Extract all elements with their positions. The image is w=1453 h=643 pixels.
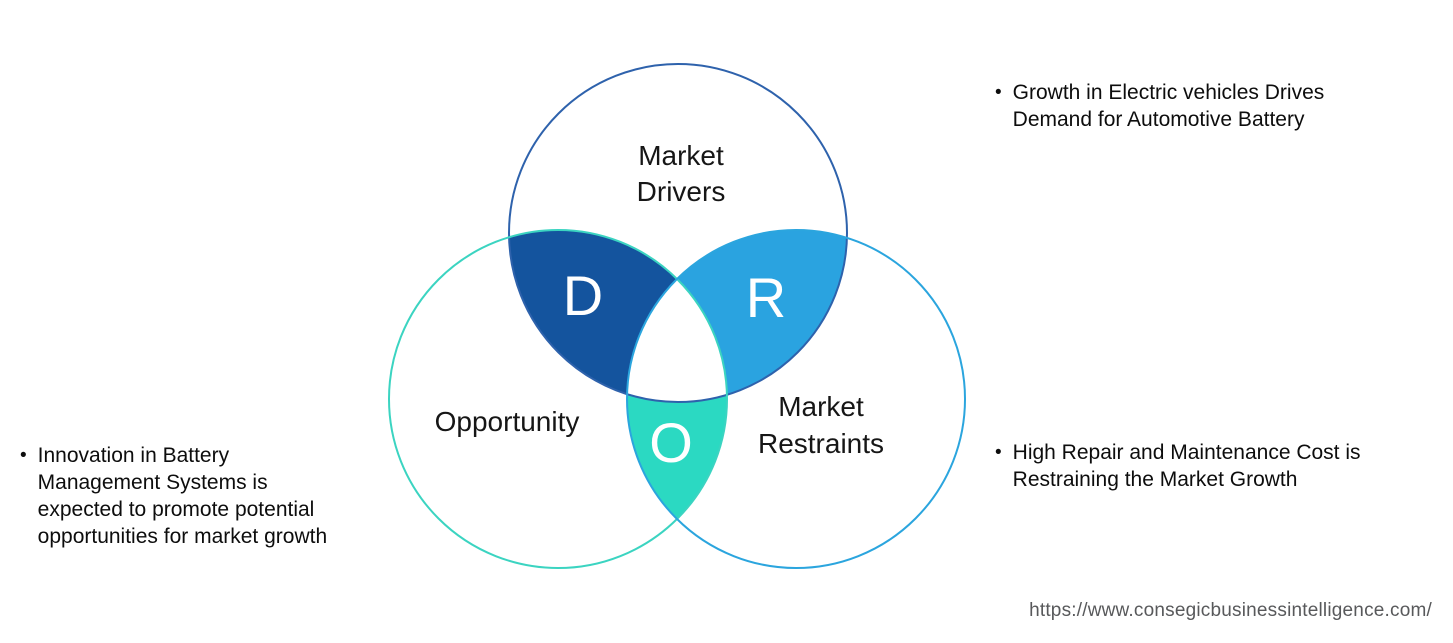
bullet-text-line: Restraining the Market Growth (1012, 468, 1298, 491)
bullet-text-drivers: Growth in Electric vehicles Drives Deman… (1013, 79, 1325, 133)
opportunity-circle (388, 229, 728, 569)
bullet-text-line: Growth in Electric vehicles Drives (1012, 81, 1325, 104)
market-restraints-circle (626, 229, 966, 569)
bullet-item-opportunity: • Innovation in Battery Management Syste… (20, 442, 410, 550)
source-url[interactable]: https://www.consegicbusinessintelligence… (1029, 600, 1432, 621)
bullet-text-line: expected to promote potential (37, 498, 315, 521)
bullet-icon: • (995, 82, 1002, 103)
market-drivers-circle (508, 63, 848, 403)
bullet-text-opportunity: Innovation in Battery Management Systems… (38, 442, 327, 550)
opportunity-label: Opportunity (435, 406, 580, 437)
bullet-text-line: opportunities for market growth (37, 525, 328, 548)
bullet-text-restraints: High Repair and Maintenance Cost is Rest… (1013, 439, 1361, 493)
restraints-letter: R (746, 266, 786, 329)
bullet-icon: • (995, 442, 1002, 463)
drivers-letter: D (563, 264, 603, 327)
market-restraints-label-line1: Market (778, 391, 864, 422)
bullet-icon: • (20, 445, 27, 466)
market-restraints-label: Market Restraints (758, 391, 884, 459)
market-drivers-label-line2: Drivers (637, 176, 726, 207)
bullet-item-restraints: • High Repair and Maintenance Cost is Re… (995, 439, 1425, 493)
opportunity-letter: O (649, 411, 693, 474)
market-restraints-label-line2: Restraints (758, 428, 884, 459)
bullet-text-line: Demand for Automotive Battery (1012, 108, 1305, 131)
market-drivers-label-line1: Market (638, 140, 724, 171)
bullet-text-line: Management Systems is (37, 471, 268, 494)
bullet-item-drivers: • Growth in Electric vehicles Drives Dem… (995, 79, 1415, 133)
market-drivers-label: Market Drivers (637, 140, 726, 207)
bullet-text-line: Innovation in Battery (37, 444, 230, 467)
bullet-text-line: High Repair and Maintenance Cost is (1012, 441, 1361, 464)
